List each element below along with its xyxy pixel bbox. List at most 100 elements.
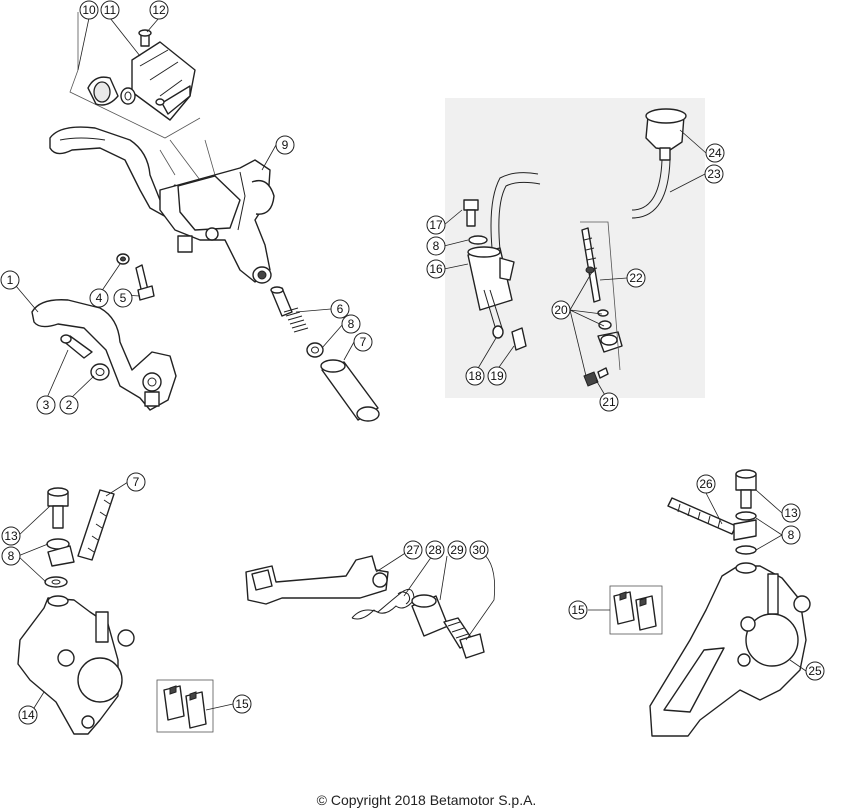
callout-28: 28 — [425, 540, 445, 560]
leader-20 — [569, 271, 605, 377]
washer-8-left-b — [44, 576, 68, 588]
reservoir-cap-edge — [161, 85, 191, 115]
bleed-washer-b — [598, 320, 612, 330]
callout-30: 30 — [469, 540, 489, 560]
callout-2: 2 — [59, 395, 79, 415]
caliper-14-piston — [77, 657, 123, 703]
brake-pad-15-right-clips — [619, 591, 647, 607]
svg-text:8: 8 — [788, 528, 795, 542]
svg-text:8: 8 — [8, 549, 15, 563]
brake-pad-15-b — [185, 691, 207, 729]
svg-text:13: 13 — [4, 529, 18, 543]
leader-8-slave — [443, 239, 469, 247]
clip-19 — [511, 327, 527, 351]
sleeve-7-bottom — [356, 406, 380, 422]
svg-text:13: 13 — [784, 506, 798, 520]
callout-29: 29 — [447, 540, 467, 560]
mount-bolt — [205, 227, 219, 241]
clutch-hose — [490, 172, 539, 249]
svg-text:28: 28 — [428, 543, 442, 557]
callout-13-left: 13 — [1, 526, 21, 546]
banjo-bolt-17-shank — [466, 209, 476, 227]
svg-text:22: 22 — [629, 271, 643, 285]
callout-8-right: 8 — [781, 525, 801, 545]
caliper-14-mount-hole — [81, 715, 95, 729]
bleed-oring — [585, 266, 595, 274]
brake-pads-15-frame — [156, 679, 214, 733]
banjo-bolt-13-right-shank — [740, 489, 752, 509]
callout-4: 4 — [89, 288, 109, 308]
leader-14 — [33, 691, 45, 709]
callout-10: 10 — [79, 0, 99, 20]
svg-text:9: 9 — [282, 138, 289, 152]
copyright-notice: © Copyright 2018 Betamotor S.p.A. — [316, 792, 537, 808]
callout-7-left: 7 — [126, 472, 146, 492]
callout-11: 11 — [100, 0, 120, 20]
svg-text:30: 30 — [472, 543, 486, 557]
svg-text:18: 18 — [468, 369, 482, 383]
leader-13-left — [17, 505, 51, 537]
svg-text:25: 25 — [808, 664, 822, 678]
washer-8-right-b — [735, 545, 757, 555]
leader-19 — [496, 345, 515, 371]
bushing-2-bore — [95, 368, 105, 376]
braided-hose-26 — [667, 497, 737, 535]
piston-rod-6-end — [270, 286, 284, 294]
leader-10 — [77, 17, 90, 71]
caliper-14-nut — [117, 629, 135, 647]
washer-8-upper-hole — [311, 346, 319, 354]
svg-text:17: 17 — [429, 218, 443, 232]
pivot-bolt-30-thread — [447, 621, 469, 639]
lever-grip-detail — [59, 137, 106, 141]
washer-small — [155, 98, 165, 106]
leader-23 — [669, 173, 706, 193]
svg-text:7: 7 — [360, 335, 367, 349]
braided-hose-26-weave — [677, 503, 721, 529]
callout-8-left: 8 — [1, 546, 21, 566]
leader-6 — [295, 308, 332, 313]
caliper-25-mount — [737, 653, 751, 667]
bleed-clip-21 — [597, 367, 609, 379]
leader-15-left — [205, 703, 234, 711]
leader-9 — [261, 144, 277, 171]
banjo-bolt-13-top — [47, 487, 69, 497]
callout-20: 20 — [551, 300, 571, 320]
body-edge — [237, 171, 246, 231]
bleed-valve-22 — [581, 227, 601, 303]
callout-21: 21 — [599, 392, 619, 412]
svg-text:12: 12 — [152, 3, 166, 17]
bleed-washer-a — [597, 309, 609, 317]
reservoir-24-outlet — [659, 147, 671, 161]
callout-15-right: 15 — [568, 600, 588, 620]
svg-text:26: 26 — [699, 477, 713, 491]
banjo-fitting — [47, 545, 75, 567]
leader-26 — [705, 492, 723, 525]
caliper-right-group — [609, 469, 811, 737]
caliper-25-bleeder — [740, 616, 756, 632]
svg-text:8: 8 — [348, 317, 355, 331]
svg-text:20: 20 — [554, 303, 568, 317]
spring-6 — [283, 307, 309, 333]
callout-18: 18 — [465, 366, 485, 386]
leader-7-left — [105, 481, 129, 497]
callout-3: 3 — [36, 395, 56, 415]
leader-17 — [443, 209, 463, 226]
bleed-valve-thread — [583, 237, 598, 271]
callouts: 10 11 12 9 1 4 5 3 2 6 8 7 17 8 16 18 19… — [0, 0, 825, 725]
svg-text:23: 23 — [707, 167, 721, 181]
leader-13-right — [755, 489, 783, 514]
exploded-view-frame — [69, 12, 201, 139]
callout-9: 9 — [275, 135, 295, 155]
reservoir-24-cap — [645, 108, 687, 124]
reservoir-cap-ribs — [139, 49, 183, 97]
svg-text:15: 15 — [571, 603, 585, 617]
reservoir-cap — [131, 41, 196, 121]
callout-22: 22 — [626, 268, 646, 288]
svg-text:8: 8 — [433, 239, 440, 253]
leader-11 — [109, 17, 141, 57]
callout-5: 5 — [113, 288, 133, 308]
svg-text:4: 4 — [96, 291, 103, 305]
brake-pad-15-clips — [169, 685, 197, 701]
slave-push-rod — [483, 289, 503, 331]
leader-3 — [45, 349, 69, 401]
